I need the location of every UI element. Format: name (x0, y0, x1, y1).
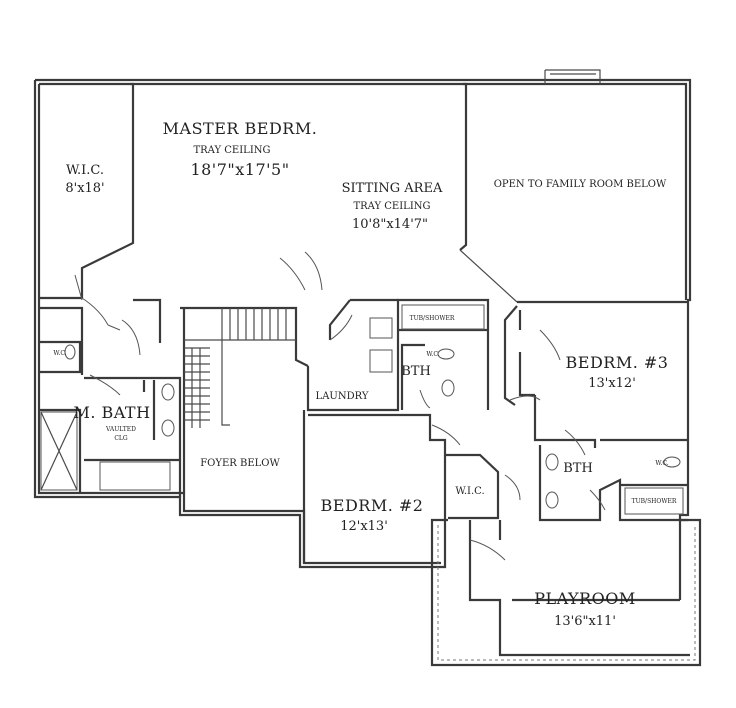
sitting-area-size: 10'8"x14'7" (352, 217, 428, 232)
bedroom2-size: 12'x13' (340, 519, 388, 534)
tub-shower-icon (401, 304, 485, 330)
bedroom2-name: BEDRM. #2 (321, 496, 424, 515)
open-to-family-label: OPEN TO FAMILY ROOM BELOW (494, 179, 667, 190)
wic-master-name: W.I.C. (66, 163, 104, 178)
toilet-icon (437, 348, 455, 360)
toilet-icon (663, 456, 681, 468)
sitting-area-name: SITTING AREA (342, 181, 443, 196)
dryer-icon (369, 349, 393, 373)
wic-bed2-label: W.I.C. (455, 486, 484, 497)
interior-walls (39, 82, 690, 657)
master-bath-note-1: VAULTED (105, 426, 136, 433)
fixtures (40, 304, 684, 515)
sitting-area-note: TRAY CEILING (353, 201, 430, 212)
right-wc-label: W.C. (655, 460, 668, 467)
sink-icon (441, 379, 455, 397)
right-bath-label: BTH (563, 461, 593, 476)
laundry-label: LAUNDRY (316, 391, 369, 402)
doors (74, 251, 606, 561)
master-tub-icon (99, 461, 171, 491)
room-labels: W.I.C. 8'x18' MASTER BEDRM. TRAY CEILING… (53, 119, 677, 629)
center-bath-label: BTH (401, 364, 431, 379)
center-wc-label: W.C. (426, 351, 439, 358)
master-bath-name: M. BATH (73, 403, 150, 422)
foyer-below-label: FOYER BELOW (200, 458, 280, 469)
sink-icon (161, 419, 175, 437)
washer-icon (369, 317, 393, 339)
tub-shower-icon (624, 487, 684, 515)
center-tub-label: TUB/SHOWER (410, 315, 455, 322)
right-tub-label: TUB/SHOWER (632, 498, 677, 505)
bedroom3-size: 13'x12' (588, 376, 636, 391)
master-bedroom-note: TRAY CEILING (193, 145, 270, 156)
sink-icon (545, 453, 559, 471)
bedroom3-name: BEDRM. #3 (566, 353, 669, 372)
master-bedroom-name: MASTER BEDRM. (163, 119, 318, 138)
master-bath-note-2: CLG (114, 435, 128, 442)
sink-icon (161, 383, 175, 401)
sink-icon (545, 491, 559, 509)
playroom-size: 13'6"x11' (554, 614, 616, 629)
playroom-name: PLAYROOM (534, 589, 636, 608)
master-wc-label: W.C. (53, 350, 66, 357)
wic-master-size: 8'x18' (65, 181, 104, 196)
master-bedroom-size: 18'7"x17'5" (190, 160, 289, 179)
toilet-icon (64, 344, 76, 360)
